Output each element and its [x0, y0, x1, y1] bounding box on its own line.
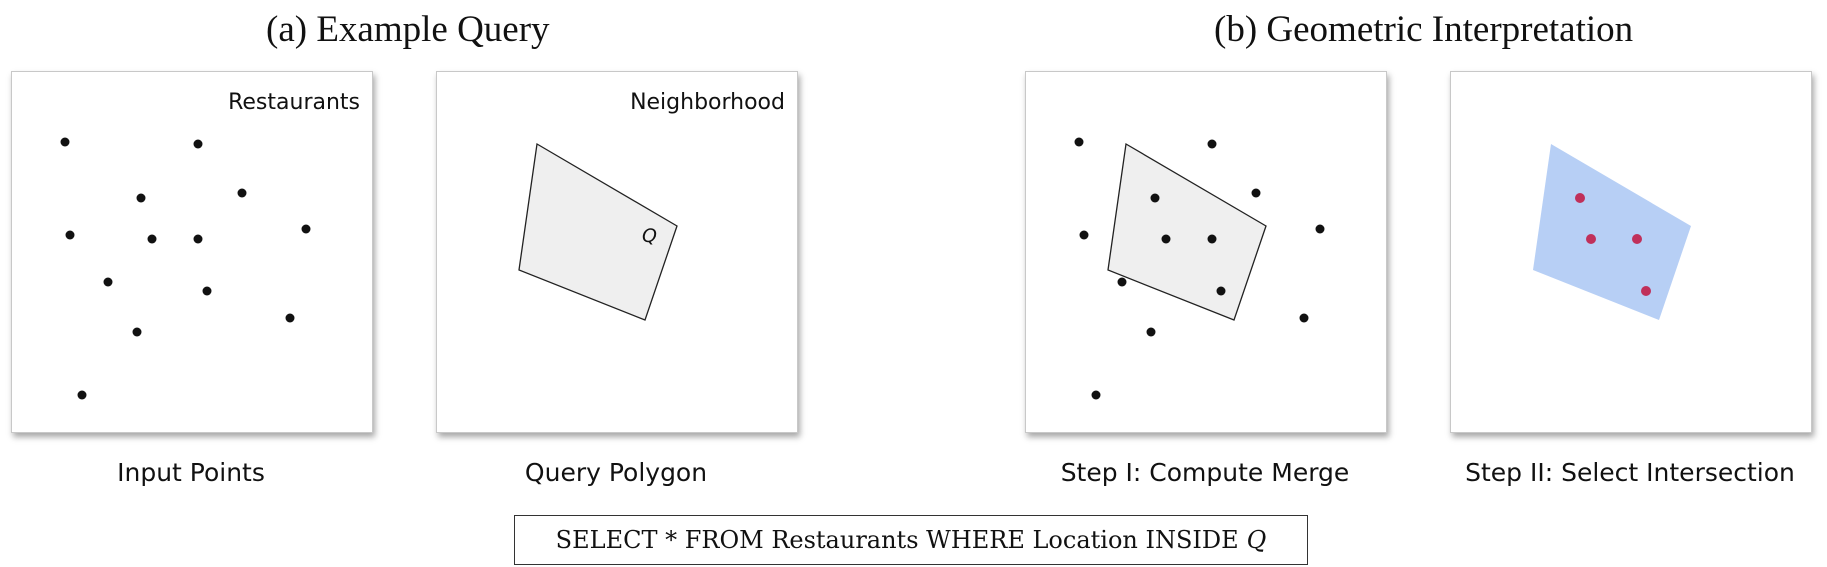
point: [147, 234, 157, 244]
caption-query-polygon: Query Polygon: [524, 458, 708, 487]
point: [60, 137, 70, 147]
point: [1074, 137, 1084, 147]
point: [1207, 234, 1217, 244]
points-group: [60, 137, 311, 400]
point: [193, 234, 203, 244]
point: [1161, 234, 1171, 244]
points-group: [1074, 137, 1325, 400]
title-example-query: (a) Example Query: [266, 9, 550, 50]
point: [237, 188, 247, 198]
selected-points-group: [1575, 193, 1651, 296]
query-polygon-panel: Q Neighborhood: [436, 71, 798, 433]
point: [1117, 277, 1127, 287]
polygon-q-label: Q: [642, 225, 657, 247]
caption-select-intersection: Step II: Select Intersection: [1465, 458, 1795, 487]
point: [132, 327, 142, 337]
caption-input-points: Input Points: [117, 458, 265, 487]
point: [65, 230, 75, 240]
selected-point: [1641, 286, 1651, 296]
point: [1150, 193, 1160, 203]
intersection-polygon: [1533, 144, 1691, 320]
point: [77, 390, 87, 400]
point: [285, 313, 295, 323]
point: [193, 139, 203, 149]
title-geometric-interpretation: (b) Geometric Interpretation: [1214, 9, 1634, 50]
point: [103, 277, 113, 287]
select-intersection-panel: [1450, 71, 1812, 433]
compute-merge-panel: [1025, 71, 1387, 433]
caption-compute-merge: Step I: Compute Merge: [1060, 458, 1350, 487]
selected-point: [1632, 234, 1642, 244]
point: [1079, 230, 1089, 240]
sql-query-text: SELECT * FROM Restaurants WHERE Location…: [555, 526, 1239, 554]
selected-point: [1586, 234, 1596, 244]
merge-polygon: [1107, 142, 1267, 321]
point: [1216, 286, 1226, 296]
restaurants-label: Restaurants: [228, 90, 360, 115]
sql-query-symbol: Q: [1246, 526, 1267, 554]
point: [1146, 327, 1156, 337]
selected-point: [1575, 193, 1585, 203]
query-polygon: [518, 142, 678, 321]
point: [1251, 188, 1261, 198]
input-points-panel: Restaurants: [11, 71, 373, 433]
point: [202, 286, 212, 296]
neighborhood-label: Neighborhood: [630, 90, 785, 115]
point: [1299, 313, 1309, 323]
point: [1091, 390, 1101, 400]
point: [1207, 139, 1217, 149]
point: [301, 224, 311, 234]
point: [1315, 224, 1325, 234]
sql-query-box: SELECT * FROM Restaurants WHERE Location…: [514, 515, 1308, 565]
point: [136, 193, 146, 203]
